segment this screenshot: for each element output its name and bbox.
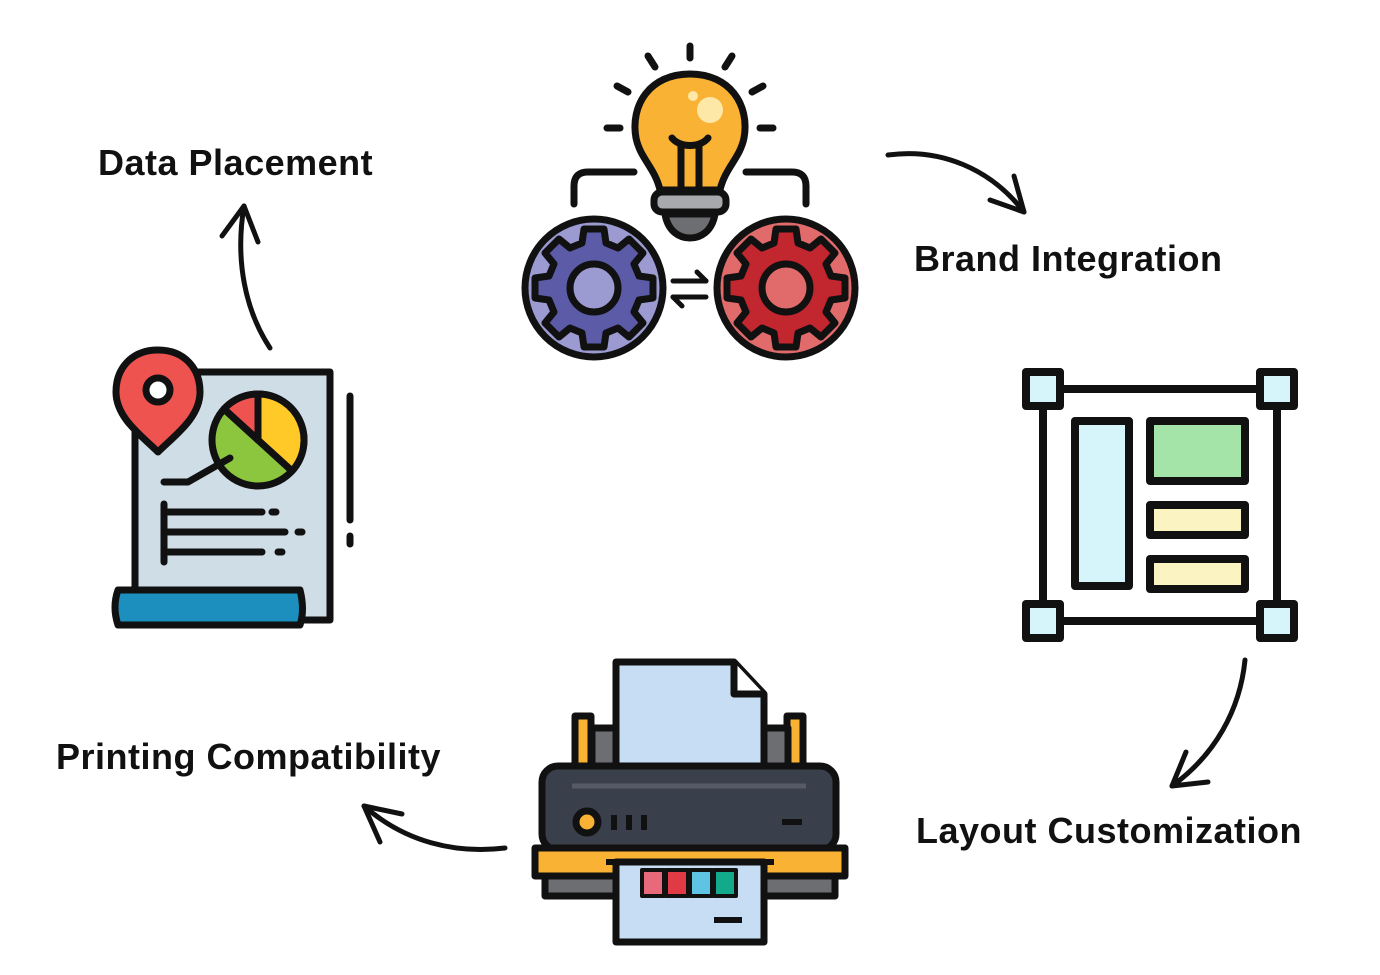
idea-gears-icon [521,42,859,361]
layout-text-block [1146,555,1249,593]
bulb-cap [661,210,719,242]
bulb-base [650,188,730,216]
light-ray [613,82,632,96]
layout-frame-icon [1022,368,1298,642]
light-ray [644,52,659,71]
light-ray [721,52,736,71]
label-layout-customization: Layout Customization [916,810,1302,851]
document-chart-icon [111,346,354,629]
document-base [111,586,306,629]
arrow-to-brand-head [987,173,1027,215]
arrow-to-layout-label [1169,657,1248,789]
pin-connector [160,454,234,486]
arrow-to-print-label-head [361,803,405,845]
color-swatch [640,868,666,898]
arrow-to-layout-label-head [1169,749,1211,789]
paper-in [612,658,768,786]
layout-sidebar-block [1071,417,1133,590]
printer-icon [531,658,849,946]
bulb-filament [668,134,712,149]
color-swatch [664,868,690,898]
bulb-highlight-small [688,91,698,101]
red-gear-hub [758,260,814,316]
layout-image-block [1146,417,1249,485]
paper-fold [730,662,764,698]
exchange-arrows-icon [670,269,709,309]
label-data-placement: Data Placement [98,142,374,183]
pie-divider [220,405,262,444]
label-printing-compatibility: Printing Compatibility [56,736,441,777]
corner-handle[interactable] [1022,368,1064,410]
bulb-glass [631,70,749,194]
pie-slice-yellow [254,390,308,475]
pin-hole [142,374,174,406]
arrow-to-data-label [238,203,273,351]
corner-handle[interactable] [1256,368,1298,410]
corner-handle[interactable] [1256,600,1298,642]
corner-handle[interactable] [1022,600,1064,642]
blue-gear-hub [566,260,622,316]
color-swatch [688,868,714,898]
power-button[interactable] [572,807,602,837]
layout-text-block [1146,501,1249,539]
arrow-to-data-label-head [219,203,261,245]
connector-left [570,168,638,208]
light-ray [748,82,767,96]
cycle-arrows [219,151,1248,852]
color-swatch [712,868,738,898]
arrow-to-print-label [361,803,508,852]
bulb-highlight [697,97,723,123]
label-brand-integration: Brand Integration [914,238,1223,279]
arrow-to-brand [885,151,1027,215]
connector-right [742,168,810,208]
